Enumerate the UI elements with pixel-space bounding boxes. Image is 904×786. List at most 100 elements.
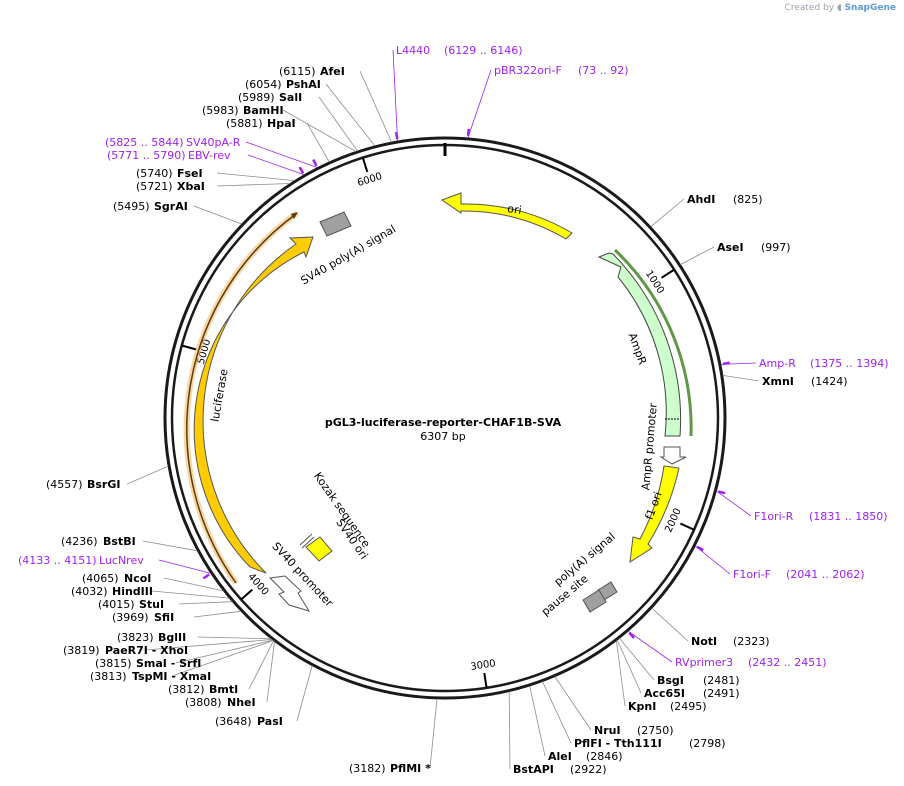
enzyme-name-noti: NotI <box>691 635 717 648</box>
enzyme-pos-bamhi: (5983) <box>202 104 239 117</box>
ampr-orf-line <box>613 248 693 437</box>
enzyme-name-acc65i: Acc65I <box>644 687 685 700</box>
ampr-feature-arrow <box>597 252 682 437</box>
primer-name-f1ori-r: F1ori-R <box>754 510 794 523</box>
enzyme-pos-bsgi: (2481) <box>703 674 740 687</box>
sv40-promoter-arrow <box>268 575 311 612</box>
sv40-polya-box <box>319 211 352 237</box>
primer-site-mark-f1ori-r <box>717 490 726 495</box>
primer-range-sv40pa-r: (5825 .. 5844) <box>105 136 184 149</box>
enzyme-name-bglii: BglII <box>158 631 186 644</box>
enzyme-name-tspmi: TspMI - XmaI <box>132 670 211 683</box>
enzyme-leader-asei <box>680 246 715 265</box>
enzyme-name-pflmi: PflMI * <box>390 762 431 775</box>
enzyme-name-xmni: XmnI <box>762 375 794 388</box>
credit-prefix: Created by <box>784 3 835 13</box>
enzyme-leader-ncoi <box>163 577 224 592</box>
leader-layer <box>126 49 760 770</box>
enzyme-pos-sali: (5989) <box>238 91 275 104</box>
enzyme-leader-bamhi <box>282 109 357 152</box>
enzyme-leader-tspmi-xmai <box>171 640 274 677</box>
enzyme-name-asei: AseI <box>717 241 744 254</box>
enzyme-leader-kpni <box>616 640 626 707</box>
enzyme-pos-nhei: (3808) <box>185 696 222 709</box>
snapgene-credit: Created by ◖ SnapGene <box>785 3 896 13</box>
primer-range-rvprimer3: (2432 .. 2451) <box>748 656 827 669</box>
enzyme-pos-sfii: (3969) <box>112 611 149 624</box>
primer-name-l4440: L4440 <box>396 44 430 57</box>
primer-leader-lucnrev <box>158 559 211 574</box>
enzyme-pos-tspmi: (3813) <box>90 670 127 683</box>
enzyme-leader-bglii <box>197 636 272 640</box>
scale-tick-label-6000: 6000 <box>356 171 384 189</box>
enzyme-name-bamhi: BamHI <box>243 104 284 117</box>
primer-site-mark-sv40pa-r <box>312 159 318 167</box>
kozak-mark-1 <box>299 533 313 546</box>
enzyme-leader-sali <box>318 96 358 152</box>
plasmid-name: pGL3-luciferase-reporter-CHAF1B-SVA <box>325 416 562 429</box>
enzyme-pos-kpni: (2495) <box>670 700 707 713</box>
primer-range-f1ori-r: (1831 .. 1850) <box>809 510 888 523</box>
primer-name-rvprimer3: RVprimer3 <box>675 656 733 669</box>
scale-tick-4000 <box>240 588 253 601</box>
luciferase-orf-arrowhead <box>291 212 298 219</box>
luciferase-feature-label: luciferase <box>209 368 231 423</box>
enzyme-leader-ahdi <box>650 198 685 228</box>
enzyme-pos-bstapi: (2922) <box>570 763 607 776</box>
enzyme-name-bsgi: BsgI <box>657 674 684 687</box>
enzyme-leader-nrui <box>554 676 592 731</box>
enzyme-name-hindiii: HindIII <box>112 585 153 598</box>
primer-site-mark-pbr322ori-f <box>466 128 470 137</box>
enzyme-pos-acc65i: (2491) <box>703 687 740 700</box>
enzyme-name-paer7i: PaeR7I - XhoI <box>105 644 188 657</box>
enzyme-leader-smai-srfi <box>175 639 273 664</box>
enzyme-name-sfii: SfiI <box>154 611 174 624</box>
enzyme-leader-pshai <box>325 83 376 147</box>
enzyme-leader-fsei <box>216 172 295 181</box>
ori-feature-arrow <box>440 192 573 240</box>
enzyme-name-bmti: BmtI <box>209 683 238 696</box>
enzyme-pos-pshai: (6054) <box>245 78 282 91</box>
enzyme-pos-hpai: (5881) <box>226 117 263 130</box>
enzyme-name-sali: SalI <box>279 91 302 104</box>
enzyme-leader-hindiii <box>151 590 230 599</box>
primer-name-f1ori-f: F1ori-F <box>733 568 771 581</box>
enzyme-pos-ncoi: (4065) <box>82 572 119 585</box>
enzyme-pos-asei: (997) <box>761 241 791 254</box>
ampr-feature-label: AmpR <box>626 331 650 367</box>
enzyme-pos-bsrgi: (4557) <box>46 478 83 491</box>
luciferase-orf-line <box>186 213 297 584</box>
scale-tick-2000 <box>679 522 695 531</box>
enzyme-leader-sgrai <box>193 205 242 225</box>
enzyme-name-alei: AleI <box>548 750 572 763</box>
enzyme-name-bsrgi: BsrGI <box>87 478 120 491</box>
primer-range-ebv-rev: (5771 .. 5790) <box>107 149 186 162</box>
enzyme-name-bstapi: BstAPI <box>513 763 554 776</box>
sv40-polya-label: SV40 poly(A) signal <box>298 222 398 287</box>
enzyme-name-pshai: PshAI <box>286 78 321 91</box>
primer-site-mark-f1ori-f <box>696 545 704 552</box>
enzyme-leader-bsgi <box>619 638 655 681</box>
enzyme-name-sgrai: SgrAI <box>154 200 188 213</box>
primer-leader-ebv-rev <box>247 154 305 176</box>
enzyme-leader-nhei <box>266 641 275 703</box>
enzyme-leader-pasi <box>296 665 313 722</box>
enzyme-name-xbai: XbaI <box>177 180 205 193</box>
enzyme-leader-sfii <box>193 610 242 618</box>
enzyme-leader-afei <box>359 70 392 143</box>
enzyme-name-fsei: FseI <box>177 167 203 180</box>
enzyme-leader-bsrgi <box>126 465 169 485</box>
enzyme-name-smai: SmaI - SrfI <box>136 657 201 670</box>
enzyme-name-ncoi: NcoI <box>124 572 151 585</box>
enzyme-leader-pflmi <box>429 698 438 769</box>
credit-brand: SnapGene <box>844 3 896 13</box>
scale-tick-5000 <box>181 344 197 351</box>
enzyme-name-nhei: NheI <box>227 696 256 709</box>
primer-range-l4440: (6129 .. 6146) <box>444 44 523 57</box>
kozak-mark-2 <box>301 536 315 549</box>
scale-tick-label-3000: 3000 <box>470 658 497 673</box>
enzyme-leader-alei <box>529 685 546 757</box>
plasmid-length: 6307 bp <box>420 430 465 443</box>
primer-leader-pbr322ori-f <box>467 69 492 139</box>
ori-feature-label: ori <box>506 202 522 217</box>
